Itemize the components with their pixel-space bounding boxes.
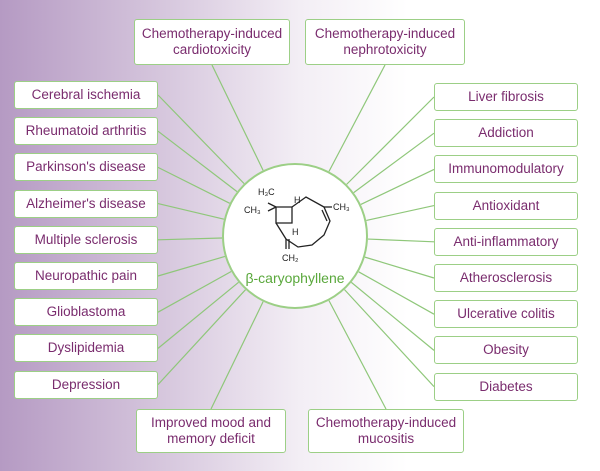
condition-box-anti-inflammatory: Anti-inflammatory <box>434 227 578 256</box>
ch3-left-label: CH₃ <box>244 205 261 215</box>
condition-box-antioxidant: Antioxidant <box>434 191 578 220</box>
ch3-right-label: CH₃ <box>333 202 350 212</box>
connector-line <box>328 64 386 172</box>
condition-box-obesity: Obesity <box>434 336 578 365</box>
condition-box-improved-mood-and-memory-deficit: Improved mood and memory deficit <box>136 409 286 453</box>
connector-line <box>344 289 435 388</box>
molecule-structure: H₃C CH₃ CH₃ H H CH₂ <box>244 187 350 263</box>
condition-box-chemotherapy-induced-nephrotoxicity: Chemotherapy-induced nephrotoxicity <box>305 19 465 65</box>
condition-box-ulcerative-colitis: Ulcerative colitis <box>434 300 578 329</box>
connector-line <box>210 301 264 410</box>
connector-line <box>358 271 435 315</box>
connector-line <box>350 281 435 351</box>
condition-box-chemotherapy-induced-cardiotoxicity: Chemotherapy-induced cardiotoxicity <box>134 19 290 65</box>
connector-line <box>157 203 225 220</box>
connector-line <box>328 300 387 410</box>
condition-box-glioblastoma: Glioblastoma <box>14 298 158 327</box>
connector-line <box>364 256 435 279</box>
condition-box-neuropathic-pain: Neuropathic pain <box>14 262 158 290</box>
condition-box-addiction: Addiction <box>434 119 578 148</box>
connector-line <box>157 94 245 185</box>
condition-box-atherosclerosis: Atherosclerosis <box>434 264 578 292</box>
condition-box-rheumatoid-arthritis: Rheumatoid arthritis <box>14 117 158 146</box>
connector-line <box>157 130 238 193</box>
connector-line <box>157 237 223 241</box>
connector-line <box>360 168 435 205</box>
ch2-label: CH₂ <box>282 253 299 263</box>
connector-line <box>211 64 264 171</box>
condition-box-cerebral-ischemia: Cerebral ischemia <box>14 81 158 109</box>
connector-line <box>157 166 230 204</box>
condition-box-alzheimer-s-disease: Alzheimer's disease <box>14 189 158 218</box>
condition-box-dyslipidemia: Dyslipidemia <box>14 334 158 363</box>
h-bottom-label: H <box>292 227 299 237</box>
connector-line <box>353 132 435 194</box>
connector-line <box>157 270 232 313</box>
connector-line <box>157 289 246 386</box>
condition-box-parkinson-s-disease: Parkinson's disease <box>14 153 158 182</box>
center-compound: H₃C CH₃ CH₃ H H CH₂ β-caryophyllene <box>222 163 368 309</box>
connector-line <box>346 96 435 185</box>
condition-box-depression: Depression <box>14 370 158 399</box>
h-top-label: H <box>294 195 301 205</box>
connector-line <box>157 255 226 277</box>
connector-line <box>157 281 239 349</box>
connector-line <box>366 205 435 221</box>
condition-box-immunomodulatory: Immunomodulatory <box>434 155 578 184</box>
compound-name: β-caryophyllene <box>245 270 345 286</box>
condition-box-multiple-sclerosis: Multiple sclerosis <box>14 225 158 254</box>
condition-box-diabetes: Diabetes <box>434 372 578 401</box>
ch3-top-label: H₃C <box>258 187 275 197</box>
connector-line <box>367 238 435 243</box>
condition-box-liver-fibrosis: Liver fibrosis <box>434 83 578 111</box>
condition-box-chemotherapy-induced-mucositis: Chemotherapy-induced mucositis <box>308 409 464 453</box>
